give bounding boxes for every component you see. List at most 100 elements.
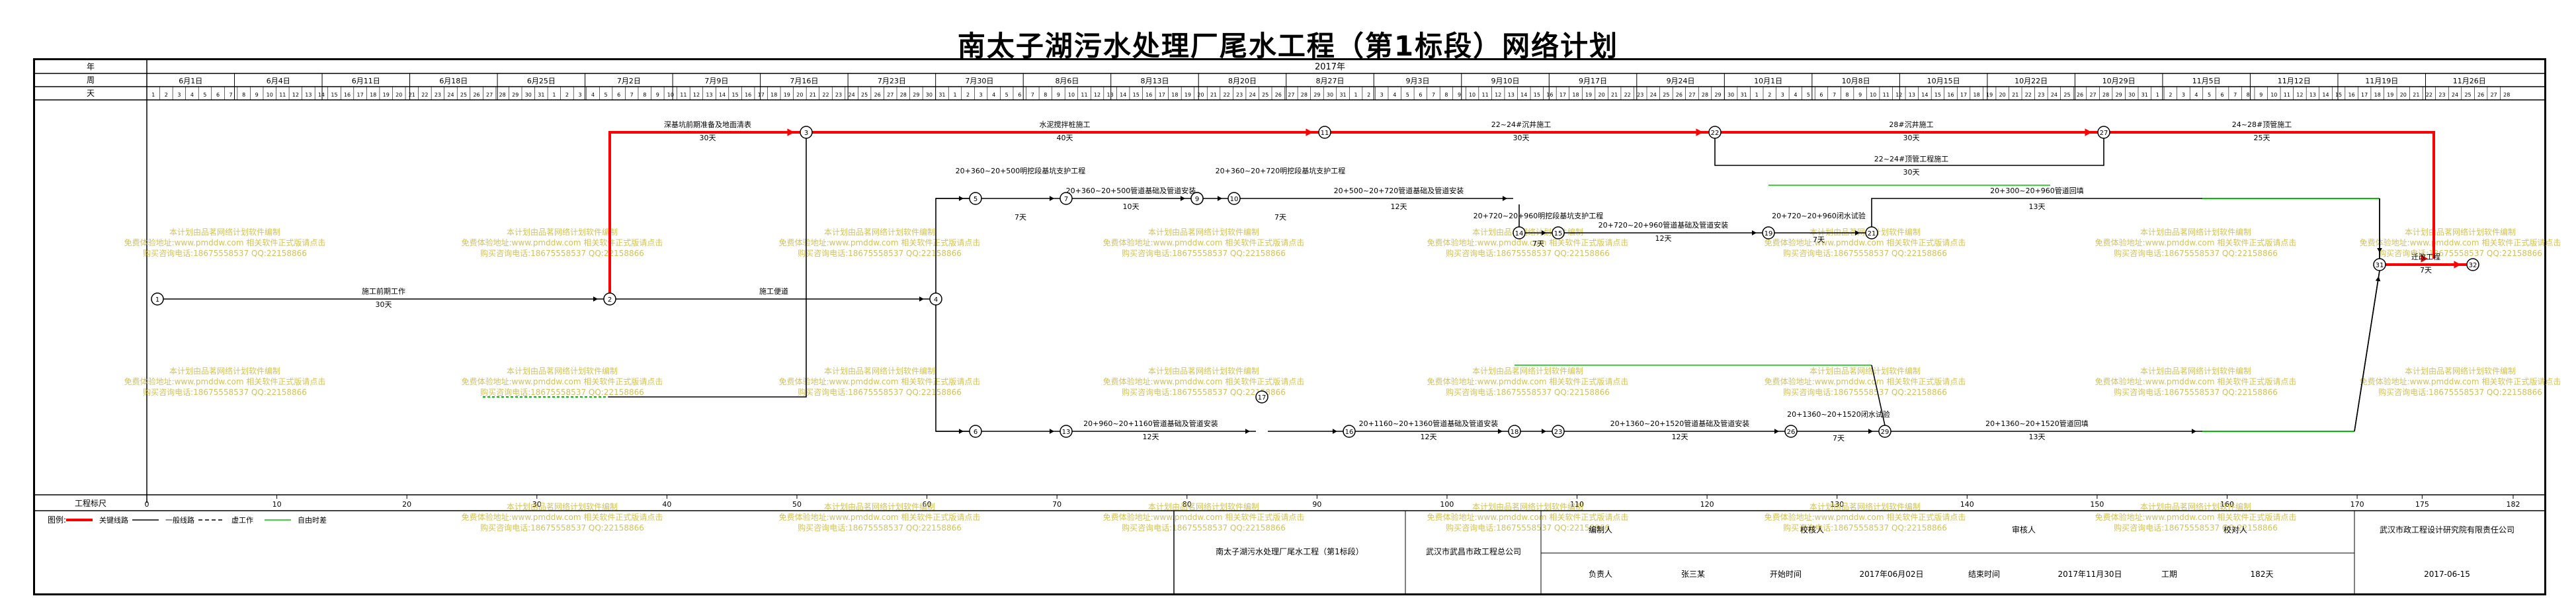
day-label: 10: [1068, 92, 1075, 98]
legend-item: 一般线路: [165, 515, 194, 525]
day-label: 26: [1676, 92, 1683, 98]
day-label: 20: [1598, 92, 1604, 98]
watermark-text: 免费体验地址:www.pmddw.com 相关软件正式版请点击: [779, 512, 981, 522]
node-6: [969, 425, 982, 438]
activity-label: 30天: [1513, 134, 1530, 142]
watermark-text: 免费体验地址:www.pmddw.com 相关软件正式版请点击: [1427, 512, 1629, 522]
day-label: 9: [1858, 92, 1862, 98]
ruler-tick-label: 175: [2415, 500, 2429, 509]
day-label: 26: [2077, 92, 2083, 98]
watermark-text: 本计划由品茗网络计划软件编制: [1809, 366, 1921, 376]
info-key: 审核人: [2012, 525, 2036, 535]
watermark-text: 本计划由品茗网络计划软件编制: [507, 501, 618, 511]
ruler-tick-label: 160: [2220, 500, 2234, 509]
arrow-head: [2375, 276, 2381, 282]
activity-label: 13天: [2029, 433, 2046, 441]
day-label: 21: [2413, 92, 2419, 98]
day-label: 11: [680, 92, 686, 98]
day-label: 2: [565, 92, 569, 98]
day-label: 1: [552, 92, 556, 98]
day-label: 16: [1145, 92, 1152, 98]
info-value: 2017年11月30日: [2057, 570, 2122, 579]
activity-label: 7天: [1015, 213, 1026, 222]
day-label: 23: [2438, 92, 2445, 98]
day-label: 4: [992, 92, 995, 98]
node-label: 4: [934, 296, 938, 304]
node-4: [929, 292, 942, 306]
day-label: 12: [1495, 92, 1501, 98]
day-label: 21: [2012, 92, 2018, 98]
week-label: 8月27日: [1316, 77, 1345, 85]
activity-label: 12天: [1421, 433, 1437, 441]
dummy-path: [608, 138, 807, 398]
week-label: 7月23日: [878, 77, 906, 85]
activity-label: 20+360~20+500管道基础及管道安装: [1066, 186, 1196, 195]
node-label: 14: [1515, 230, 1524, 237]
day-label: 22: [822, 92, 829, 98]
day-label: 2: [165, 92, 168, 98]
legend-item: 虚工作: [231, 516, 253, 525]
node-label: 21: [1868, 230, 1876, 237]
day-label: 8: [1444, 92, 1448, 98]
arrow-head: [919, 296, 924, 302]
watermark-text: 购买咨询电话:18675558537 QQ:22158866: [1783, 523, 1947, 533]
watermark-text: 本计划由品茗网络计划软件编制: [1472, 366, 1583, 376]
day-label: 25: [861, 92, 868, 98]
watermark-text: 本计划由品茗网络计划软件编制: [2140, 501, 2251, 511]
day-label: 20: [1197, 92, 1204, 98]
week-label: 9月10日: [1491, 77, 1520, 85]
ruler-tick-label: 50: [792, 500, 802, 509]
activity-label: 20+360~20+720明挖段基坑支护工程: [1216, 166, 1346, 175]
week-label: 6月1日: [179, 77, 202, 85]
activity-label: 7天: [2420, 266, 2432, 275]
day-label: 24: [1650, 92, 1657, 98]
node-label: 6: [974, 429, 977, 436]
activity-label: 20+1360~20+1520管道基础及管道安装: [1610, 419, 1750, 428]
arrow-head: [1497, 429, 1503, 434]
ruler-tick-label: 130: [1830, 500, 1844, 509]
day-label: 22: [1624, 92, 1631, 98]
day-label: 10: [1469, 92, 1475, 98]
watermark-text: 购买咨询电话:18675558537 QQ:22158866: [1122, 523, 1286, 533]
watermark-text: 免费体验地址:www.pmddw.com 相关软件正式版请点击: [2095, 237, 2297, 247]
ruler-tick-label: 70: [1052, 500, 1061, 509]
activity-label-1-2: 施工前期工作: [362, 286, 405, 296]
project-name-label: 南太子湖污水处理厂尾水工程（第1标段）: [1216, 546, 1364, 556]
node-18: [1508, 425, 1521, 438]
ruler-tick-label: 90: [1312, 500, 1321, 509]
arrow-head: [1868, 429, 1873, 434]
watermark-text: 免费体验地址:www.pmddw.com 相关软件正式版请点击: [462, 237, 663, 247]
activity-label: 迁改工程: [2411, 252, 2440, 261]
arrow-head: [1180, 196, 1185, 201]
day-label: 20: [395, 92, 402, 98]
day-label: 17: [2361, 92, 2368, 98]
node-5: [969, 192, 982, 205]
node-10: [1227, 192, 1241, 205]
watermark-text: 本计划由品茗网络计划软件编制: [2405, 227, 2516, 237]
day-label: 9: [255, 92, 259, 98]
day-label: 12: [292, 92, 299, 98]
ruler-tick-label: 80: [1183, 500, 1192, 509]
row-label-month: 年: [87, 62, 95, 71]
watermark-text: 本计划由品茗网络计划软件编制: [824, 366, 935, 376]
week-label: 11月19日: [2365, 77, 2398, 85]
activity-label: 12天: [1655, 234, 1672, 243]
watermark-text: 购买咨询电话:18675558537 QQ:22158866: [480, 248, 644, 258]
day-label: 27: [1288, 92, 1294, 98]
day-label: 26: [2477, 92, 2484, 98]
day-label: 8: [1846, 92, 1849, 98]
watermark-text: 购买咨询电话:18675558537 QQ:22158866: [1446, 248, 1610, 258]
day-label: 19: [2387, 92, 2393, 98]
day-label: 28: [1702, 92, 1708, 98]
day-label: 17: [758, 92, 765, 98]
week-label: 7月2日: [617, 77, 641, 85]
owner-label: 武汉市武昌市政工程总公司: [1426, 546, 1521, 556]
week-label: 8月20日: [1228, 77, 1257, 85]
ruler-tick-label: 100: [1440, 500, 1454, 509]
day-label: 19: [383, 92, 390, 98]
day-label: 16: [1546, 92, 1553, 98]
day-label: 30: [1727, 92, 1734, 98]
day-label: 11: [1482, 92, 1489, 98]
watermark-text: 本计划由品茗网络计划软件编制: [507, 366, 618, 376]
